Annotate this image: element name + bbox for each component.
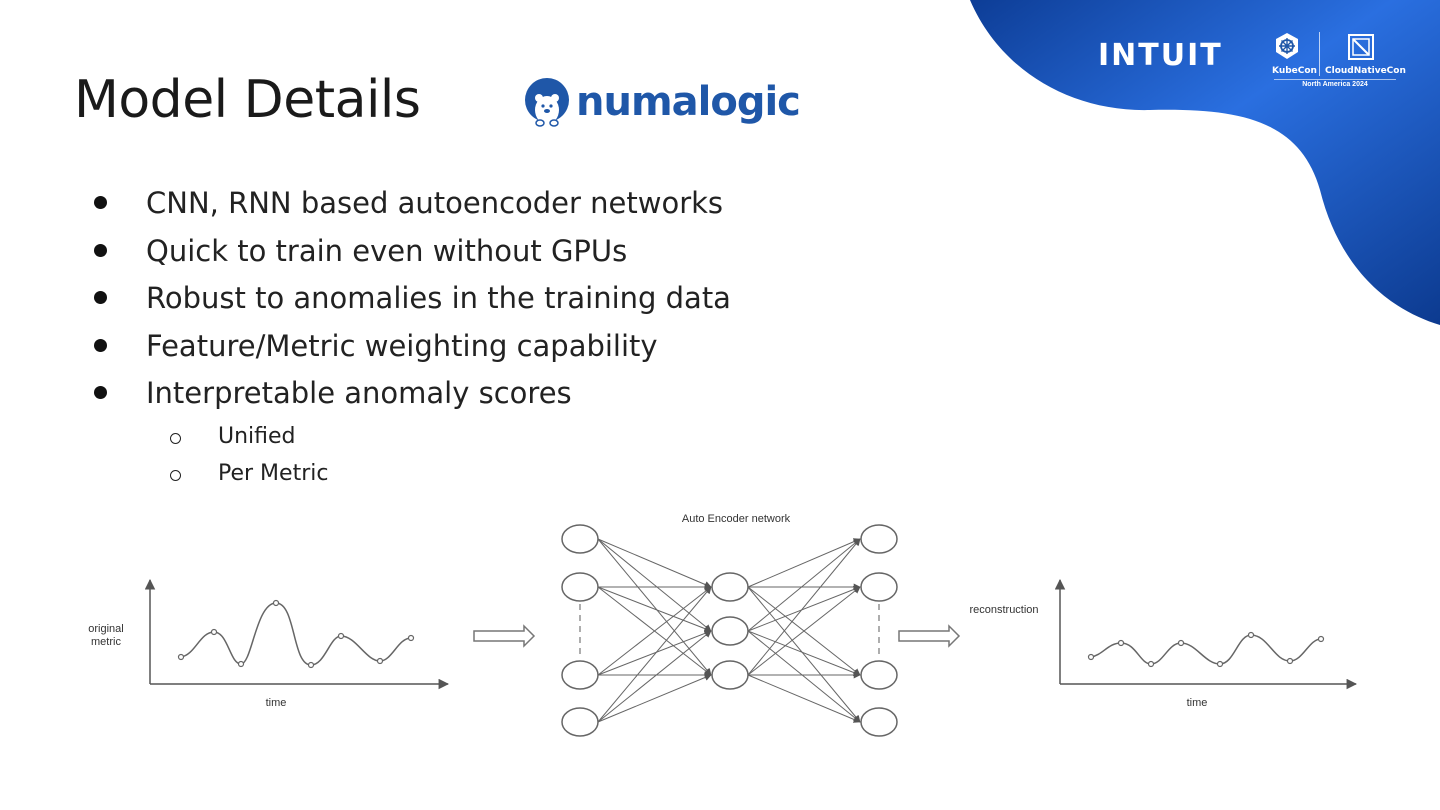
network-edge [747, 538, 861, 676]
arrow-right-icon [898, 624, 961, 648]
right-x-label: time [1187, 697, 1208, 709]
output-node [860, 660, 898, 690]
network-edge [597, 538, 712, 632]
original-label-line2: metric [91, 636, 121, 648]
event-label: North America 2024 [1274, 79, 1396, 88]
network-edge [747, 538, 861, 588]
latent-node [711, 660, 749, 690]
network-edge [597, 630, 712, 723]
page-title: Model Details [74, 70, 421, 130]
left-x-label: time [266, 697, 287, 709]
original-metric-plot: original metric time [88, 578, 450, 709]
network-connections [597, 538, 861, 723]
network-label: Auto Encoder network [682, 513, 791, 525]
latent-node [711, 616, 749, 646]
output-node [860, 524, 898, 554]
network-edge [597, 630, 712, 676]
network-edge [747, 586, 861, 676]
input-node [561, 524, 599, 554]
numalogic-bear-icon [525, 78, 569, 127]
input-node [561, 707, 599, 737]
kubecon-logo: KubeCon CloudNativeCon North America 202… [1266, 32, 1406, 88]
network-edge [597, 538, 712, 676]
sub-bullet-circle-icon [170, 469, 181, 481]
original-label-line1: original [88, 623, 123, 635]
intuit-logo: INTUIT [1098, 38, 1223, 73]
network-edge [747, 538, 861, 632]
kubernetes-helm-icon [1276, 33, 1298, 59]
sub-bullet-circle-icon [170, 432, 181, 444]
network-edge [597, 538, 712, 588]
network-edge [747, 630, 861, 676]
network-edge [597, 586, 712, 632]
reconstruction-plot: reconstruction time [969, 578, 1358, 709]
arrow-right-icon [473, 624, 536, 648]
numalogic-logo: numalogic [524, 74, 801, 130]
input-node [561, 660, 599, 690]
bullet-dot-icon [94, 196, 107, 209]
bullet-dot-icon [94, 338, 107, 352]
kubecon-label: KubeCon [1272, 66, 1317, 76]
reconstruction-line [1090, 634, 1322, 665]
output-node [860, 572, 898, 602]
network-edge [597, 586, 712, 723]
bullet-dot-icon [94, 386, 107, 399]
network-edge [747, 674, 861, 723]
bullet-dot-icon [94, 243, 107, 257]
bullet-dot-icon [94, 291, 107, 304]
network-edge [597, 674, 712, 723]
network-edge [597, 586, 712, 676]
numalogic-wordmark: numalogic [576, 79, 801, 125]
network-edge [747, 630, 861, 723]
cncf-icon [1348, 34, 1374, 60]
latent-node [711, 572, 749, 602]
reconstruction-label: reconstruction [969, 604, 1038, 616]
output-node [860, 707, 898, 737]
original-metric-line [180, 602, 412, 666]
cloudnativecon-label: CloudNativeCon [1325, 66, 1406, 76]
input-node [561, 572, 599, 602]
autoencoder-diagram: original metric time Auto Encoder networ… [88, 513, 1358, 737]
network-edge [747, 586, 861, 632]
network-edge [747, 586, 861, 723]
